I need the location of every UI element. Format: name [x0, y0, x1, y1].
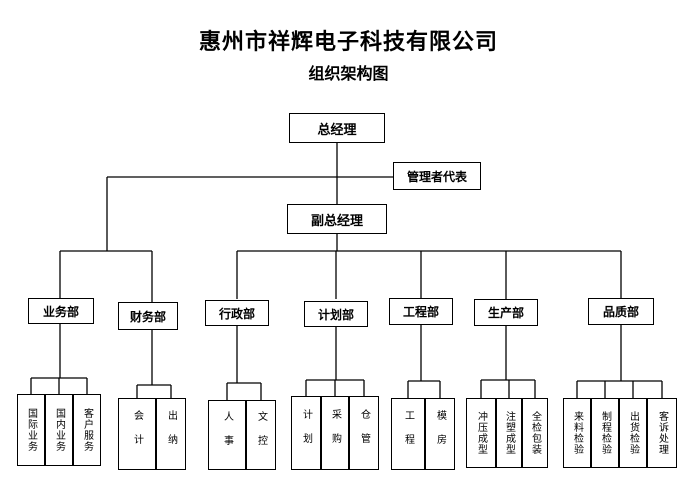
section-purchasing: 采购 [321, 396, 349, 470]
deputy-gm-box: 副总经理 [287, 204, 387, 234]
dept-finance-box: 财务部 [118, 302, 178, 330]
dept-engineering-box: 工程部 [389, 298, 453, 325]
section-planning: 计划 [291, 396, 321, 470]
section-doc-control: 文控 [246, 400, 276, 470]
section-process-inspection: 制程检验 [591, 398, 619, 468]
section-warehouse: 仓管 [349, 396, 379, 470]
section-incoming-inspection: 来料检验 [563, 398, 591, 468]
company-title: 惠州市祥辉电子科技有限公司 [198, 30, 498, 55]
dept-admin-box: 行政部 [205, 300, 269, 326]
management-rep-box: 管理者代表 [393, 162, 481, 190]
chart-subtitle: 组织架构图 [308, 64, 389, 83]
dept-planning-box: 计划部 [304, 301, 368, 327]
section-mold-room: 模房 [425, 398, 455, 470]
dept-sales-box: 业务部 [28, 298, 94, 324]
section-domestic-business: 国内业务 [45, 394, 73, 466]
section-inspection-packing: 全检包装 [522, 398, 548, 468]
section-customer-service: 客户服务 [73, 394, 101, 466]
section-injection: 注塑成型 [496, 398, 522, 468]
dept-production-box: 生产部 [474, 299, 538, 326]
section-cashier: 出纳 [156, 398, 186, 470]
section-hr: 人事 [208, 400, 246, 470]
section-stamping: 冲压成型 [466, 398, 496, 468]
section-outgoing-inspection: 出货检验 [619, 398, 647, 468]
section-engineering: 工程 [391, 398, 425, 470]
section-intl-business: 国际业务 [17, 394, 45, 466]
section-accounting: 会计 [118, 398, 156, 470]
general-manager-box: 总经理 [289, 113, 385, 143]
dept-quality-box: 品质部 [588, 298, 654, 325]
section-complaint-handling: 客诉处理 [647, 398, 677, 468]
